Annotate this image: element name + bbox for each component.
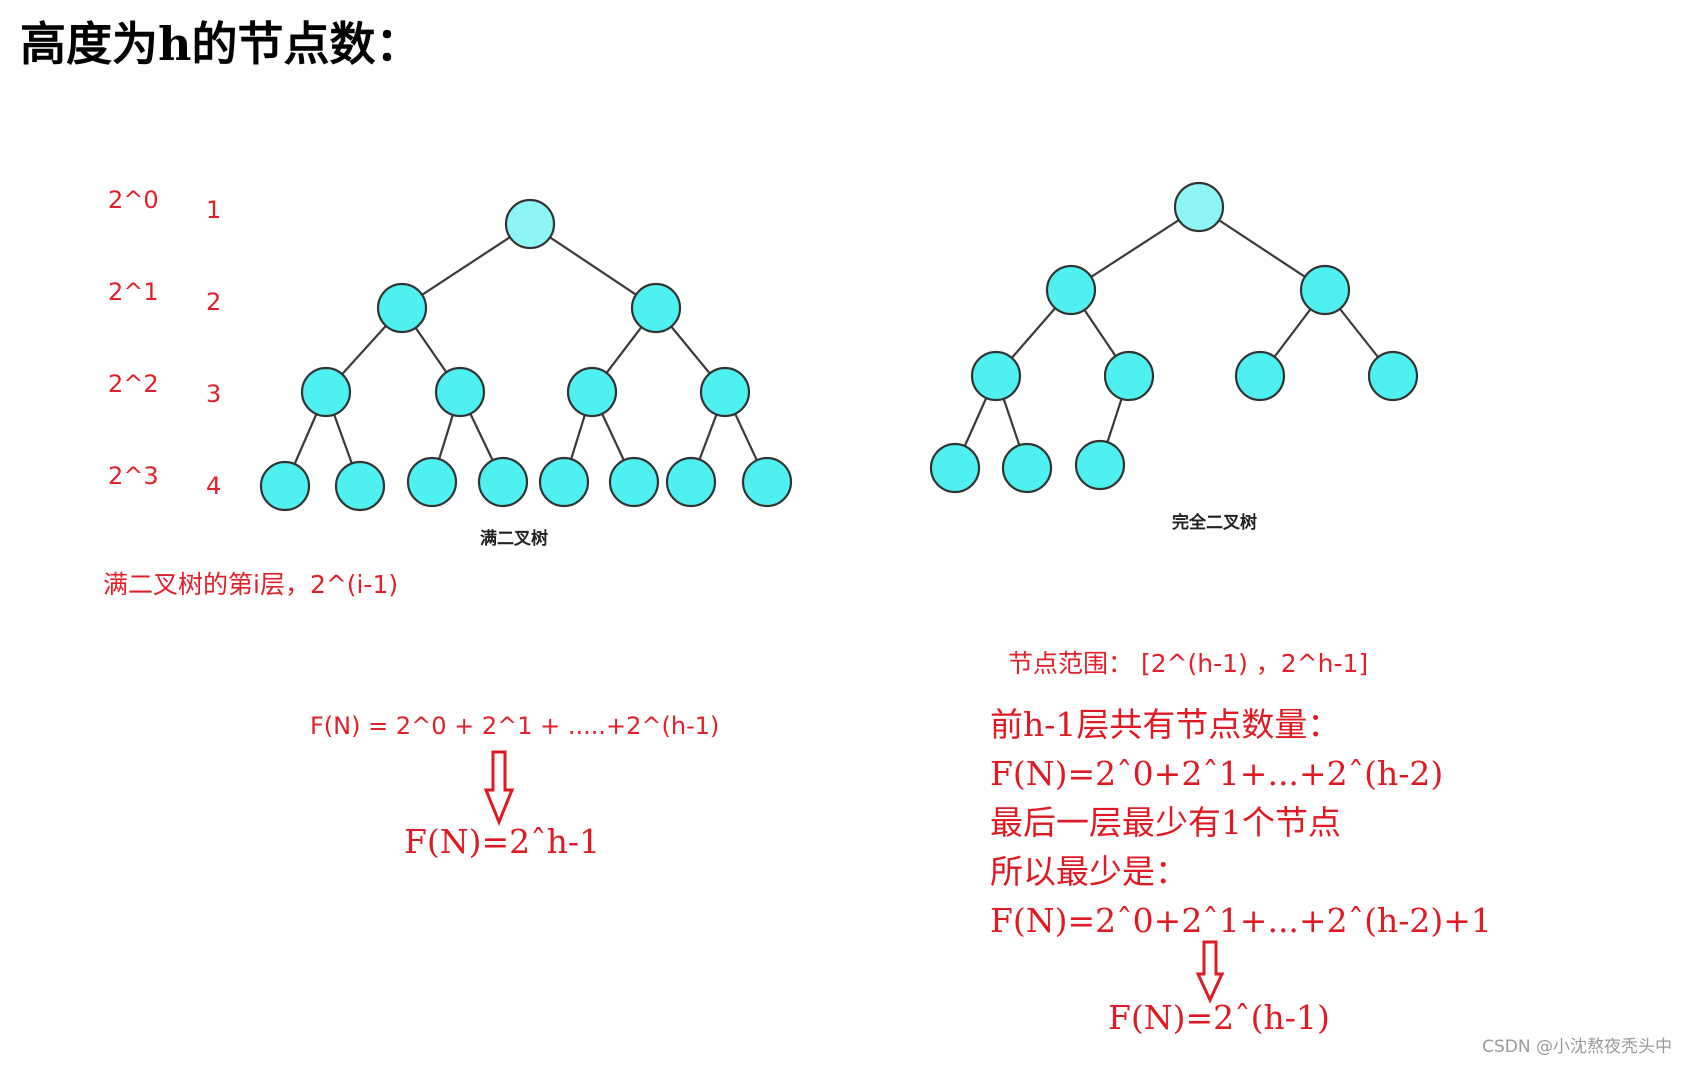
- tree-node: [477, 456, 529, 508]
- tree-node: [1173, 181, 1225, 233]
- tree-node: [1103, 350, 1155, 402]
- node-range: 节点范围： [2^(h-1) ，2^h-1]: [1008, 649, 1369, 678]
- tree-node: [608, 456, 660, 508]
- tree-node: [334, 460, 386, 512]
- level-power-0: 2^0: [108, 186, 159, 214]
- tree-node: [1367, 350, 1419, 402]
- tree-node: [566, 366, 618, 418]
- tree-node: [259, 460, 311, 512]
- sum-formula: F(N) = 2^0 + 2^1 + .....+2^(h-1): [310, 712, 720, 740]
- page-title: 高度为h的节点数：: [20, 17, 422, 71]
- derivation-line: F(N)=2ˆ0+2ˆ1+...+2ˆ(h-2): [990, 754, 1444, 793]
- full-tree-note: 满二叉树的第i层，2^(i-1): [103, 570, 399, 599]
- tree-node: [1299, 264, 1351, 316]
- complete-binary-tree: [953, 206, 1394, 469]
- tree-node: [1045, 264, 1097, 316]
- down-arrow-icon: [483, 750, 515, 826]
- tree-node: [1074, 439, 1126, 491]
- level-number-1: 1: [206, 196, 222, 224]
- level-power-1: 2^1: [108, 278, 159, 306]
- level-number-2: 2: [206, 288, 222, 316]
- derivation-line: F(N)=2ˆ0+2ˆ1+...+2ˆ(h-2)+1: [990, 901, 1492, 940]
- full-binary-tree-nodes: [259, 198, 793, 512]
- full-tree-result: F(N)=2ˆh-1: [404, 822, 601, 861]
- tree-node: [929, 442, 981, 494]
- tree-node: [300, 366, 352, 418]
- tree-node: [699, 366, 751, 418]
- level-power-3: 2^3: [108, 462, 159, 490]
- level-number-3: 3: [206, 380, 222, 408]
- tree-node: [665, 456, 717, 508]
- tree-node: [504, 198, 556, 250]
- tree-node: [970, 350, 1022, 402]
- derivation-line: 前h-1层共有节点数量：: [990, 705, 1341, 744]
- derivation-block: 前h-1层共有节点数量： F(N)=2ˆ0+2ˆ1+...+2ˆ(h-2) 最后…: [990, 700, 1492, 945]
- tree-node: [1001, 442, 1053, 494]
- tree-node: [741, 456, 793, 508]
- level-power-2: 2^2: [108, 370, 159, 398]
- tree-node: [630, 282, 682, 334]
- full-binary-tree: [283, 223, 768, 487]
- complete-binary-tree-nodes: [929, 181, 1419, 494]
- level-number-4: 4: [206, 472, 222, 500]
- derivation-line: 最后一层最少有1个节点: [990, 803, 1341, 842]
- tree-node: [538, 456, 590, 508]
- tree-node: [1234, 350, 1286, 402]
- complete-tree-caption: 完全二叉树: [1172, 513, 1257, 533]
- derivation-line: 所以最少是：: [990, 852, 1188, 891]
- tree-node: [376, 282, 428, 334]
- full-tree-caption: 满二叉树: [480, 529, 548, 549]
- tree-node: [434, 366, 486, 418]
- watermark: CSDN @小沈熬夜秃头中: [1482, 1037, 1672, 1057]
- tree-node: [406, 456, 458, 508]
- down-arrow-icon: [1195, 940, 1225, 1004]
- complete-tree-result: F(N)=2ˆ(h-1): [1108, 998, 1330, 1037]
